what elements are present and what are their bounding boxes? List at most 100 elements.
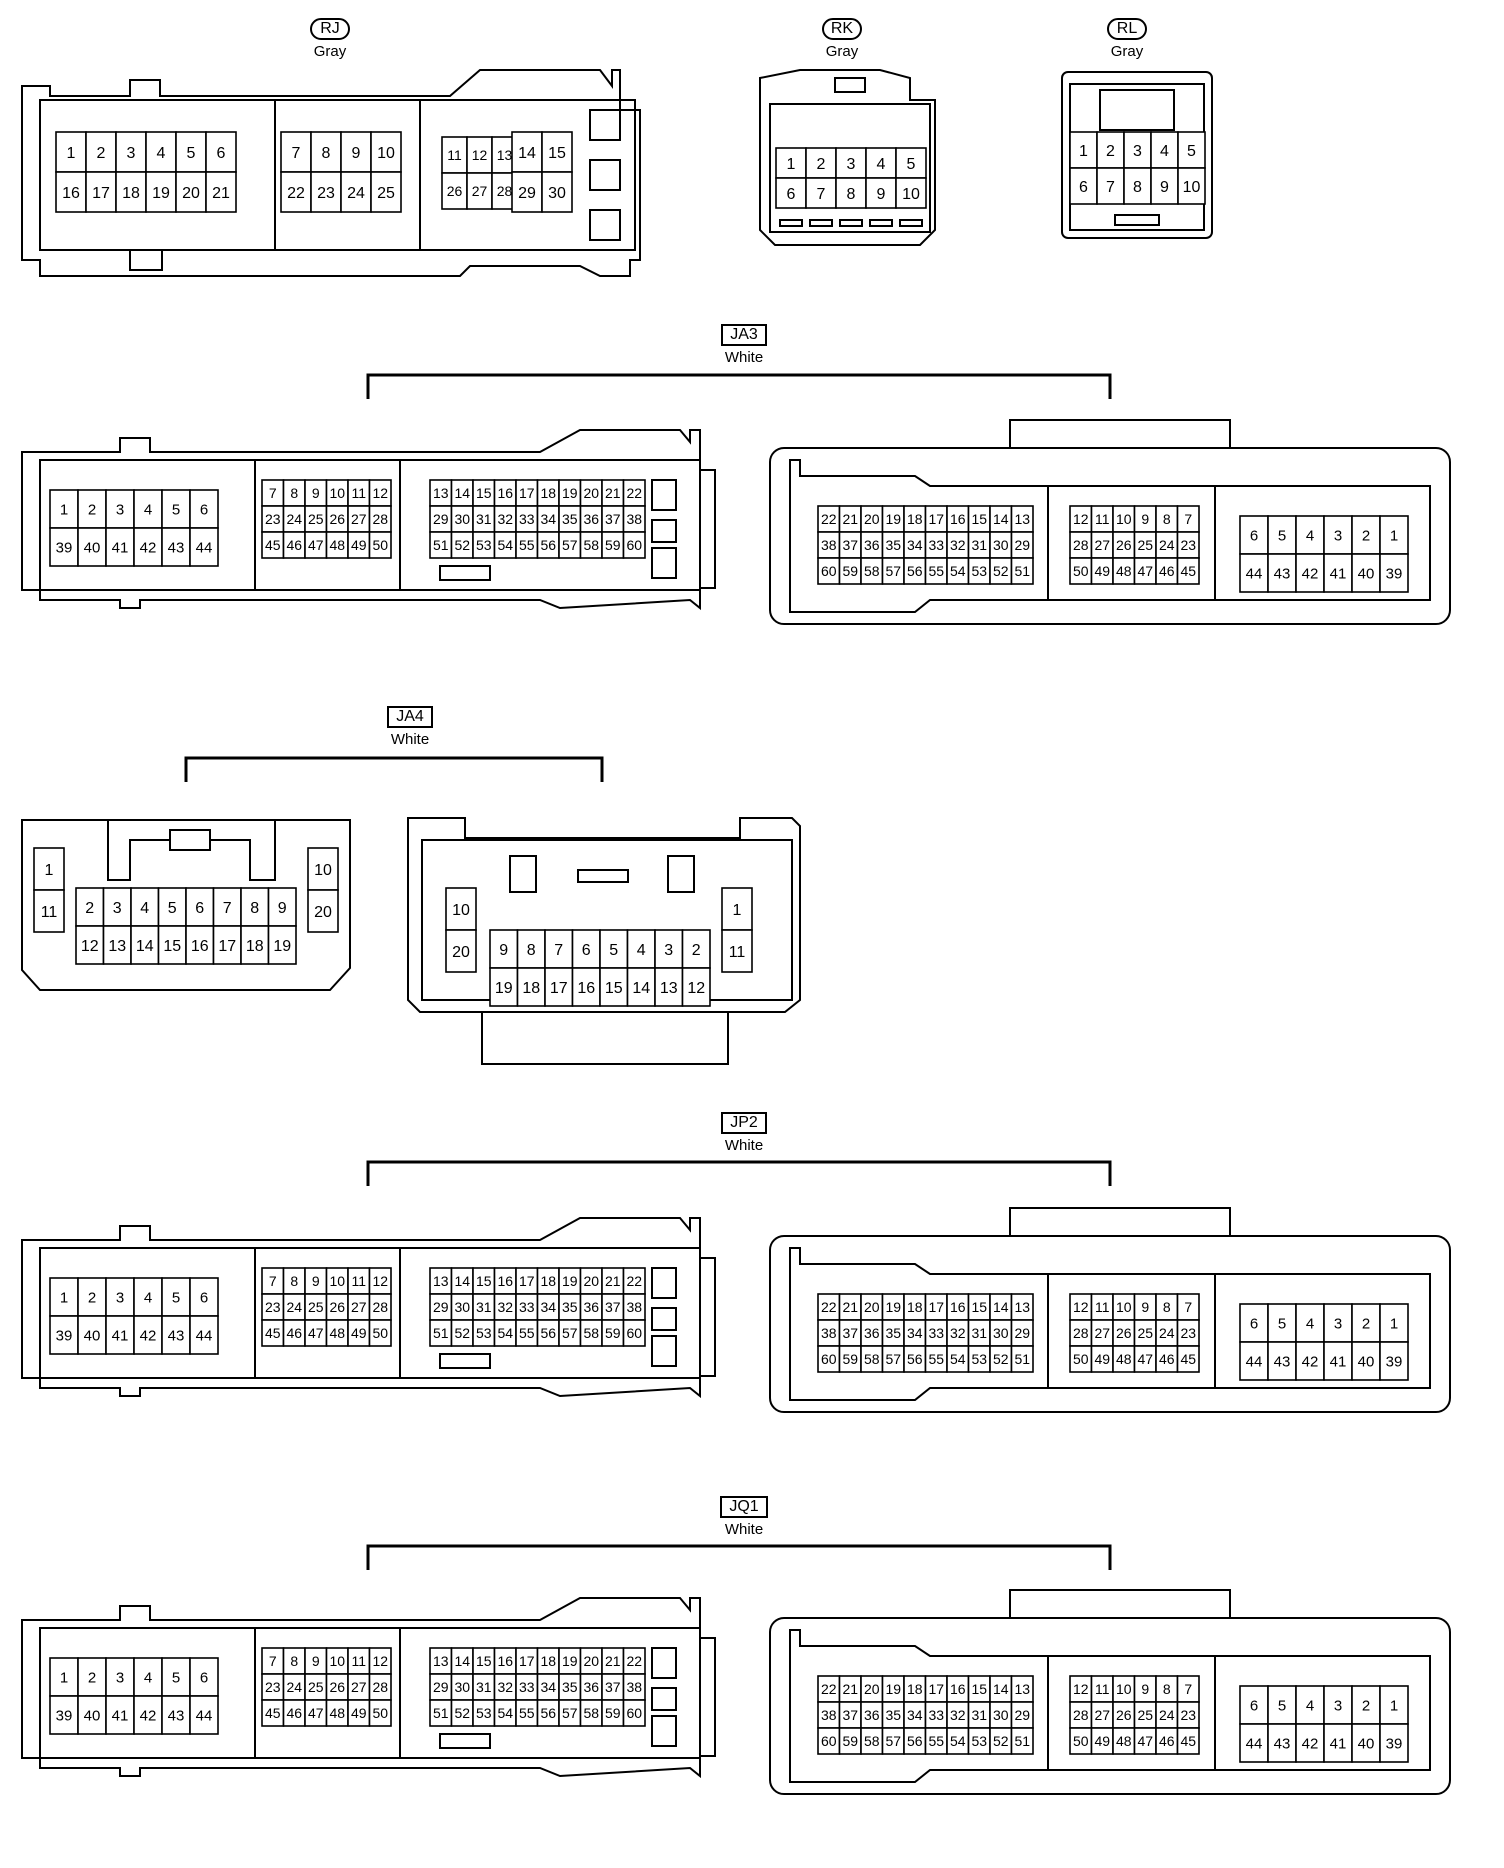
male-key [439,565,491,581]
pin-number: 40 [84,1327,101,1344]
pin-number: 48 [329,1705,345,1721]
pin-number: 10 [314,862,332,879]
pin-number: 15 [163,938,181,955]
pin-number: 48 [329,1325,345,1341]
pin-number: 14 [993,1681,1009,1697]
pin-number: 12 [1073,511,1089,527]
connector-code: RL [1107,18,1147,40]
connector-title-rj: RJ Gray [300,18,360,60]
pin-cavity [1150,131,1179,169]
pin-number: 20 [583,485,599,501]
pin-number: 3 [127,145,136,162]
pin-grid-ja4_right_side: 111 [721,887,753,973]
pin-cavity [105,1695,135,1735]
pin-cavity [511,171,543,213]
pin-cavity [175,171,207,213]
pin-number: 56 [540,537,556,553]
pin-number: 18 [907,511,923,527]
pin-number: 1 [1390,1315,1398,1332]
pin-number: 17 [550,980,568,997]
pin-number: 45 [265,537,281,553]
pin-number: 50 [372,537,388,553]
pin-number: 1 [67,145,76,162]
pin-number: 8 [290,1273,298,1289]
pin-number: 51 [433,537,449,553]
pin-number: 49 [351,1325,367,1341]
pin-number: 13 [433,485,449,501]
pin-number: 8 [290,1653,298,1669]
pin-number: 13 [1014,1299,1030,1315]
pin-number: 52 [993,1351,1009,1367]
pin-number: 10 [902,186,920,203]
rk-key-slot [779,219,803,227]
pin-number: 18 [907,1299,923,1315]
pin-number: 54 [497,537,513,553]
pin-number: 11 [1095,1299,1110,1315]
pin-number: 57 [562,537,578,553]
pin-number: 36 [583,1679,599,1695]
pin-number: 34 [907,1707,923,1723]
pin-cavity [1239,1723,1269,1763]
pin-number: 29 [1014,1325,1030,1341]
pin-number: 4 [637,942,646,959]
pin-number: 13 [1014,511,1030,527]
pin-number: 40 [84,539,101,556]
pin-number: 57 [885,563,901,579]
pin-number: 6 [217,145,226,162]
pin-number: 5 [609,942,618,959]
pin-number: 33 [928,1325,944,1341]
pin-cavity [544,929,574,969]
pin-number: 23 [1180,537,1196,553]
pin-number: 25 [308,511,324,527]
pin-number: 25 [308,1679,324,1695]
pin-cavity [205,171,237,213]
latch-slot [651,1307,677,1331]
pin-number: 54 [950,563,966,579]
connector-title-ja3: JA3 White [712,324,776,366]
pin-cavity [599,967,629,1007]
pin-number: 18 [907,1681,923,1697]
pin-number: 31 [971,537,987,553]
rk-key-slot [809,219,833,227]
pin-number: 36 [583,1299,599,1315]
pin-number: 41 [1330,1735,1347,1752]
pin-number: 1 [60,1669,68,1686]
pin-number: 53 [971,1733,987,1749]
pin-number: 33 [519,511,535,527]
pin-number: 49 [1094,1733,1110,1749]
pin-cavity [1010,1345,1034,1373]
pin-number: 43 [1274,1735,1291,1752]
pin-number: 57 [562,1705,578,1721]
pin-number: 5 [187,145,196,162]
rj-housing [21,69,641,277]
pin-number: 46 [286,1705,302,1721]
male-key [439,1353,491,1369]
pin-number: 5 [1278,527,1286,544]
pin-cavity [1069,131,1098,169]
pin-number: 16 [497,485,513,501]
pin-number: 7 [223,900,232,917]
connector-title-rk: RK Gray [812,18,872,60]
pin-number: 9 [1141,511,1149,527]
pin-cavity [622,531,646,559]
pin-number: 6 [787,186,796,203]
pin-cavity [1295,1341,1325,1381]
pin-number: 42 [1302,1735,1319,1752]
pin-number: 32 [950,537,966,553]
pin-number: 3 [116,501,124,518]
rk-key-slot [839,219,863,227]
pin-number: 27 [472,183,488,199]
pin-number: 24 [1159,1707,1175,1723]
pin-number: 58 [864,1351,880,1367]
connector-color: White [724,349,764,366]
pin-cavity [370,171,402,213]
pin-cavity [267,887,297,927]
pin-number: 48 [1116,1733,1132,1749]
pin-number: 2 [692,942,701,959]
pin-number: 18 [246,938,264,955]
pin-number: 6 [195,900,204,917]
